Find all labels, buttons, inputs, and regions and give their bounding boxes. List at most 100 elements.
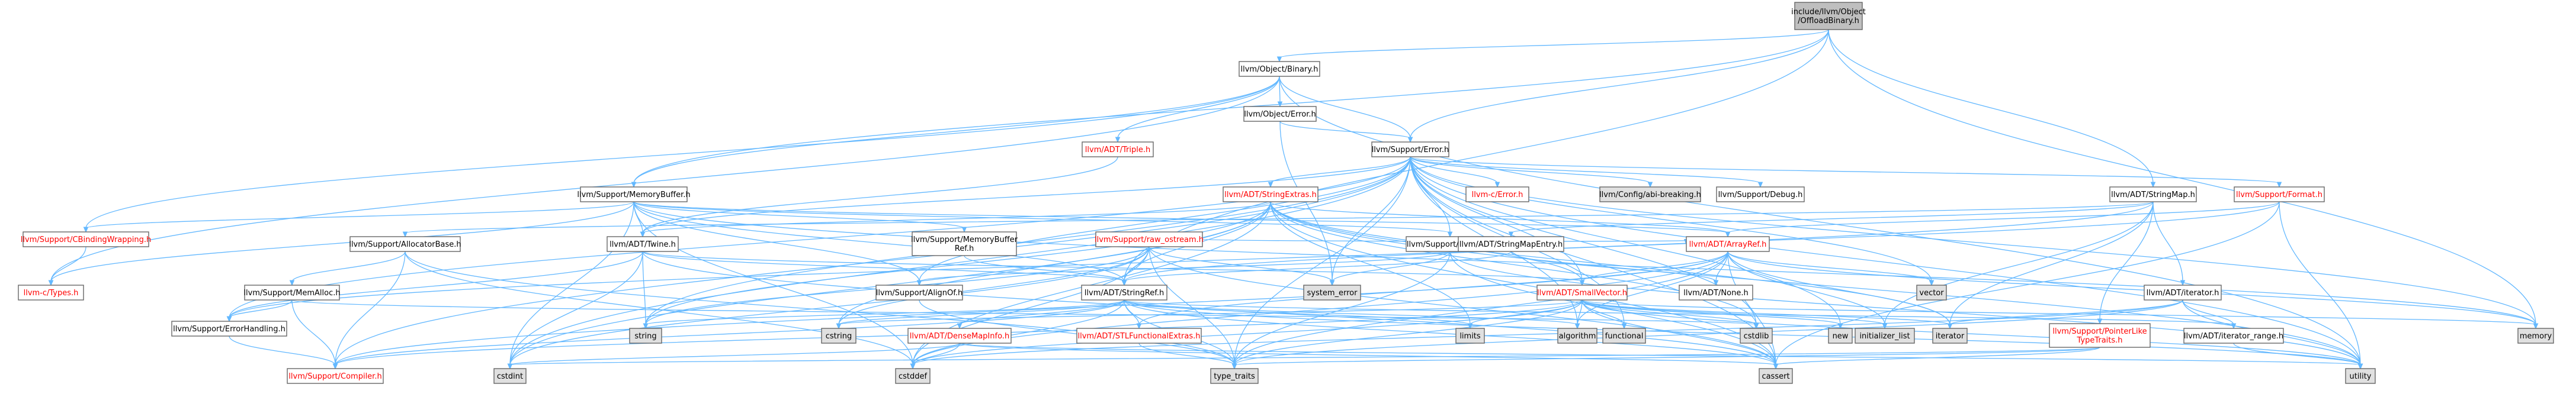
node-label: cstdint <box>497 372 523 381</box>
node-cassert[interactable]: cassert <box>1759 368 1793 384</box>
node-iterstd[interactable]: iterator <box>1932 328 1968 344</box>
node-box <box>171 321 287 337</box>
node-stringextras[interactable]: llvm/ADT/StringExtras.h <box>1223 186 1319 202</box>
node-rawostream[interactable]: llvm/Support/raw_ostream.h <box>1095 231 1204 247</box>
node-box <box>1303 285 1361 301</box>
node-densemapinfo[interactable]: llvm/ADT/DenseMapInfo.h <box>907 328 1012 344</box>
edge-arrayref-to-cassert <box>1727 251 1779 370</box>
node-twine[interactable]: llvm/ADT/Twine.h <box>607 236 679 252</box>
node-supporterror[interactable]: llvm/Support/Error.h <box>1371 141 1449 157</box>
node-errorhandling[interactable]: llvm/Support/ErrorHandling.h <box>171 321 287 337</box>
node-label: llvm/ADT/ArrayRef.h <box>1689 240 1767 249</box>
node-adtnone[interactable]: llvm/ADT/None.h <box>1679 285 1753 301</box>
node-label: /OffloadBinary.h <box>1798 17 1859 25</box>
node-arrayref[interactable]: llvm/ADT/ArrayRef.h <box>1686 236 1770 252</box>
edge-supporterror-to-debug <box>1410 156 1763 188</box>
node-box <box>2345 368 2376 384</box>
node-limits[interactable]: limits <box>1455 328 1485 344</box>
node-memalloc[interactable]: llvm/Support/MemAlloc.h <box>243 285 341 301</box>
node-box <box>875 285 963 301</box>
node-functional[interactable]: functional <box>1602 328 1646 344</box>
node-smallvector[interactable]: llvm/ADT/SmallVector.h <box>1536 285 1628 301</box>
node-label: vector <box>1919 289 1944 298</box>
node-iterator[interactable]: llvm/ADT/iterator.h <box>2144 285 2222 301</box>
node-box <box>1855 328 1915 344</box>
node-objbinary[interactable]: llvm/Object/Binary.h <box>1239 61 1320 77</box>
edge-memalloc-to-errorhandling <box>226 299 293 322</box>
node-allocatorbase[interactable]: llvm/Support/AllocatorBase.h <box>349 236 461 252</box>
node-new[interactable]: new <box>1828 328 1853 344</box>
node-memorybuffer[interactable]: llvm/Support/MemoryBuffer.h <box>577 186 691 202</box>
node-box <box>1686 236 1770 252</box>
node-box <box>2183 328 2284 344</box>
node-label: iterator <box>1936 332 1965 341</box>
node-typetraits[interactable]: type_traits <box>1210 368 1259 384</box>
edge-stringmap-to-iterstd <box>1947 201 2154 330</box>
node-cstdint[interactable]: cstdint <box>493 368 527 384</box>
edge-objbinary-to-memorybuffer <box>631 76 1280 188</box>
node-initlist[interactable]: initializer_list <box>1855 328 1915 344</box>
node-format[interactable]: llvm/Support/Format.h <box>2234 186 2325 202</box>
node-label: llvm/ADT/Twine.h <box>609 240 676 249</box>
node-box <box>607 236 679 252</box>
node-vector[interactable]: vector <box>1916 285 1947 301</box>
edge-supporterror-to-llvmcerror <box>1410 156 1500 188</box>
node-label: llvm/ADT/iterator.h <box>2147 289 2219 298</box>
node-label: llvm/Config/abi-breaking.h <box>1599 191 1701 199</box>
node-triple[interactable]: llvm/ADT/Triple.h <box>1082 141 1154 157</box>
node-utility[interactable]: utility <box>2345 368 2376 384</box>
node-cstring[interactable]: cstring <box>821 328 856 344</box>
node-compiler[interactable]: llvm/Support/Compiler.h <box>287 368 384 384</box>
edge-memorybuffer-to-mbref <box>633 201 967 233</box>
node-box <box>1828 328 1853 344</box>
node-memory[interactable]: memory <box>2517 328 2554 344</box>
node-stringmap[interactable]: llvm/ADT/StringMap.h <box>2109 186 2197 202</box>
edge-arrayref-to-compiler <box>332 251 1728 370</box>
node-alignof[interactable]: llvm/Support/AlignOf.h <box>875 285 963 301</box>
node-box <box>2234 186 2325 202</box>
node-label: system_error <box>1307 289 1358 298</box>
edge-smallvector-to-functional <box>1581 299 1627 330</box>
node-box <box>1458 236 1564 252</box>
edge-objerror-to-systemerror <box>1279 121 1335 286</box>
node-ctypes[interactable]: llvm-c/Types.h <box>18 285 84 301</box>
edge-allocatorbase-to-memalloc <box>289 251 406 286</box>
node-label: llvm-c/Types.h <box>24 289 79 298</box>
edge-stringmapentry-to-stringref <box>1121 251 1512 286</box>
node-objerror[interactable]: llvm/Object/Error.h <box>1243 106 1317 122</box>
node-box <box>1210 368 1259 384</box>
node-cbinding[interactable]: llvm/Support/CBindingWrapping.h <box>21 231 152 247</box>
node-cstdlib[interactable]: cstdlib <box>1740 328 1773 344</box>
node-label: algorithm <box>1559 332 1596 341</box>
node-stringref[interactable]: llvm/ADT/StringRef.h <box>1081 285 1167 301</box>
node-box <box>1716 186 1805 202</box>
node-label: llvm/Support/Error.h <box>1372 146 1449 154</box>
node-label: llvm/ADT/StringMap.h <box>2111 191 2195 199</box>
node-abibreaking[interactable]: llvm/Config/abi-breaking.h <box>1599 186 1701 202</box>
edge-stringmap-to-ptrlike <box>2097 201 2154 325</box>
node-label: llvm/Support/ErrorHandling.h <box>173 325 285 334</box>
node-box <box>1223 186 1319 202</box>
node-algorithm[interactable]: algorithm <box>1557 328 1597 344</box>
node-box <box>1557 328 1597 344</box>
node-debug[interactable]: llvm/Support/Debug.h <box>1716 186 1805 202</box>
edge-supporterror-to-format <box>1410 156 2282 188</box>
node-llvmcerror[interactable]: llvm-c/Error.h <box>1465 186 1529 202</box>
node-iterrange[interactable]: llvm/ADT/iterator_range.h <box>2183 328 2284 344</box>
node-systemerror[interactable]: system_error <box>1303 285 1361 301</box>
node-label: memory <box>2520 332 2552 341</box>
node-stlfunc[interactable]: llvm/ADT/STLFunctionalExtras.h <box>1076 328 1202 344</box>
node-string[interactable]: string <box>629 328 662 344</box>
node-stringmapentry[interactable]: llvm/ADT/StringMapEntry.h <box>1458 236 1564 252</box>
node-root: include/llvm/Object/OffloadBinary.h <box>1791 2 1866 30</box>
node-box <box>2144 285 2222 301</box>
node-label: llvm/Object/Error.h <box>1244 110 1316 119</box>
node-box <box>1371 141 1449 157</box>
node-cstddef[interactable]: cstddef <box>895 368 931 384</box>
edge-root-to-supporterror <box>1407 29 1829 143</box>
node-label: cstddef <box>899 372 928 381</box>
edge-objbinary-to-utility <box>1279 76 2363 370</box>
edge-supporterror-to-stringextras <box>1268 156 1411 188</box>
